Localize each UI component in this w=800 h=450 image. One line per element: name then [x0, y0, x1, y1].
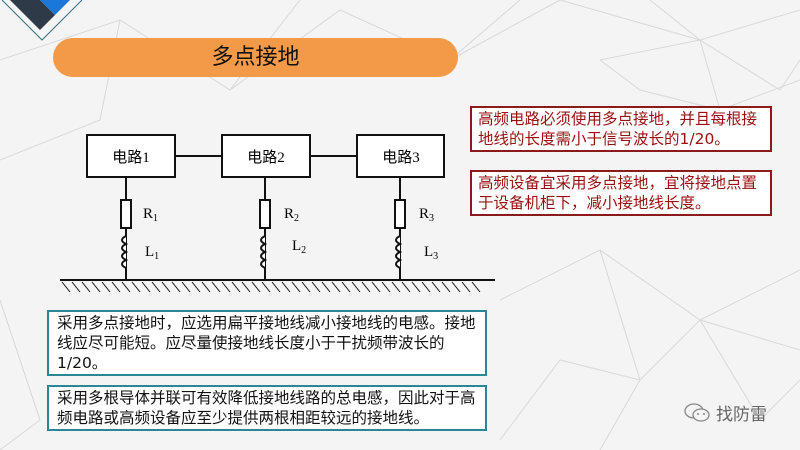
wechat-icon [684, 402, 710, 422]
resistor-label: R1 [143, 206, 158, 224]
resistor-label: R3 [419, 206, 434, 224]
watermark-text: 找防雷 [716, 405, 767, 425]
corner-logo [1, 0, 83, 41]
note-flat-ground-wire: 采用多点接地时，应选用扁平接地线减小接地线的电感。接地线应尽可能短。应尽量使接地… [47, 310, 487, 376]
inductor-label: L3 [424, 244, 438, 262]
slide-title: 多点接地 [53, 38, 458, 77]
circuit-label: 电路2 [247, 149, 285, 166]
note-high-frequency-circuit: 高频电路必须使用多点接地，并且每根接地线的长度需小于信号波长的1/20。 [470, 106, 772, 152]
circuit-label: 电路1 [112, 149, 150, 166]
circuit-branch-3: 电路3 R3 L3 [356, 134, 445, 280]
circuit-label: 电路3 [382, 149, 420, 166]
note-high-frequency-equipment: 高频设备宜采用多点接地，宜将接地点置于设备机柜下，减小接地线长度。 [470, 170, 772, 216]
inductor-label: L2 [292, 238, 306, 256]
circuit-branch-2: 电路2 R2 L2 [221, 134, 311, 280]
note-parallel-conductors: 采用多根导体并联可有效降低接地线路的总电感，因此对于高频电路或高频设备应至少提供… [47, 385, 487, 431]
inductor-label: L1 [145, 244, 159, 262]
circuit-branch-1: 电路1 R1 L1 [86, 134, 176, 280]
watermark: 找防雷 [684, 400, 767, 425]
resistor-label: R2 [284, 206, 299, 224]
